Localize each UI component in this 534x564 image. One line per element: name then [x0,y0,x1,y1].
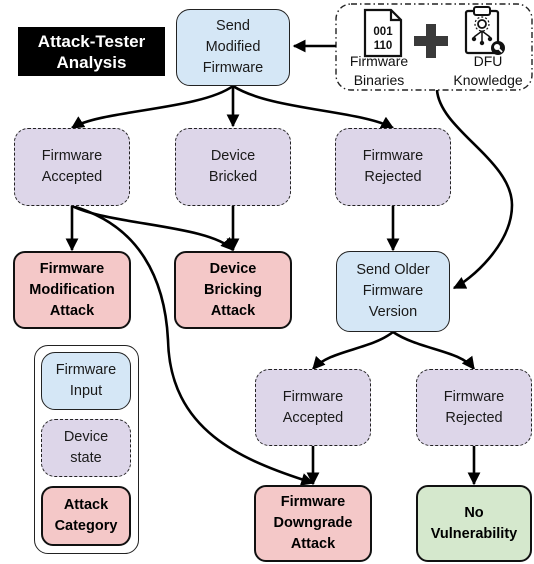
arrow-older-to-accepted [312,330,394,370]
plus-icon [413,23,449,59]
arrow-send-to-rejected [232,84,395,130]
arrow-accepted-to-brick-attack [71,204,234,251]
device-bricked-node: Device Bricked [175,128,291,206]
dfu-knowledge-label: DFU Knowledge [453,53,523,88]
firmware-rejected-node-1: Firmware Rejected [335,128,451,206]
send-older-firmware-node: Send Older Firmware Version [336,251,450,332]
arrow-older-to-rejected [392,330,476,371]
arrow-send-to-accepted [70,84,234,130]
dfu-clipboard-icon [462,5,508,58]
svg-text:001: 001 [373,26,393,38]
device-bricking-attack-node: Device Bricking Attack [174,251,292,329]
firmware-downgrade-attack-node: Firmware Downgrade Attack [254,485,372,562]
legend-firmware-input: Firmware Input [41,352,131,410]
firmware-binaries-label: Firmware Binaries [349,53,409,88]
legend-device-state: Device state [41,419,131,477]
binary-file-icon: 001 110 [363,8,403,58]
legend-attack-category: Attack Category [41,486,131,546]
send-modified-firmware-node: Send Modified Firmware [176,9,290,86]
diagram-title: Attack-Tester Analysis [18,27,165,76]
arrow-accepted-to-downgrade-attack [71,204,315,486]
firmware-accepted-node-2: Firmware Accepted [255,369,371,446]
no-vulnerability-node: No Vulnerability [416,485,532,562]
legend-box [34,345,139,554]
firmware-modification-attack-node: Firmware Modification Attack [13,251,131,329]
arrow-inputs-to-send-older [435,89,514,290]
firmware-rejected-node-2: Firmware Rejected [416,369,532,446]
svg-text:110: 110 [374,40,393,52]
firmware-accepted-node-1: Firmware Accepted [14,128,130,206]
